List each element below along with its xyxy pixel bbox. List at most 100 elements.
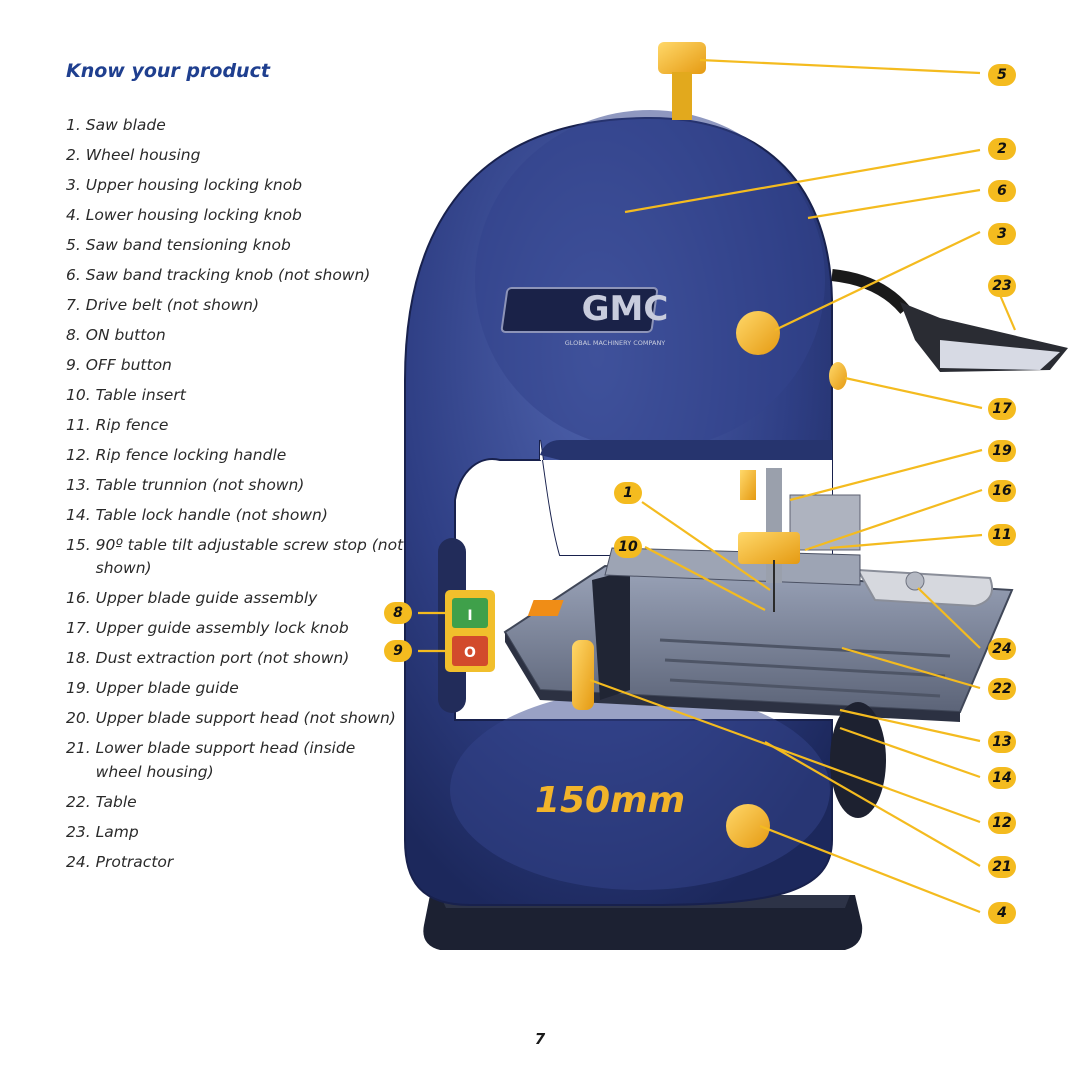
item-label: Table trunnion (not shown) xyxy=(95,476,305,494)
item-label: Upper blade support head (not shown) xyxy=(95,709,396,728)
lower-housing-locking-knob xyxy=(726,804,770,848)
callout-badge: 19 xyxy=(988,440,1016,462)
item-number: 2. xyxy=(66,146,81,164)
list-item: 23.Lamp xyxy=(66,821,406,844)
item-label: Upper housing locking knob xyxy=(85,176,303,194)
item-label: Table xyxy=(95,792,137,811)
list-item: 2.Wheel housing xyxy=(66,144,406,167)
svg-text:GMC: GMC xyxy=(582,289,669,329)
parts-list: 1.Saw blade 2.Wheel housing 3.Upper hous… xyxy=(66,114,406,881)
list-item: 9.OFF button xyxy=(66,354,406,377)
guide-lock-knob xyxy=(829,362,847,390)
callout-badge: 9 xyxy=(384,640,412,662)
item-number: 17. xyxy=(66,619,91,638)
item-number: 8. xyxy=(66,326,81,344)
switch-panel: I O xyxy=(438,538,495,713)
callout-badge: 12 xyxy=(988,812,1016,834)
item-label: Upper guide assembly lock knob xyxy=(95,619,349,638)
list-item: 17.Upper guide assembly lock knob xyxy=(66,617,406,640)
list-item: 14.Table lock handle (not shown) xyxy=(66,504,406,527)
item-number: 24. xyxy=(66,852,91,871)
leader-lines xyxy=(418,58,1017,914)
gmc-logo: GMC GLOBAL MACHINERY COMPANY xyxy=(500,287,669,347)
item-label: Rip fence xyxy=(95,416,169,434)
item-label: Saw band tensioning knob xyxy=(85,236,291,254)
callout-badge: 1 xyxy=(614,482,642,504)
item-number: 13. xyxy=(66,476,91,494)
item-label: Rip fence locking handle xyxy=(95,446,287,464)
callout-badge: 23 xyxy=(988,275,1016,297)
item-label: 90º table tilt adjustable screw stop (no… xyxy=(95,536,404,578)
callout-badge: 22 xyxy=(988,678,1016,700)
list-item: 18.Dust extraction port (not shown) xyxy=(66,647,406,670)
on-button: I xyxy=(467,608,472,624)
item-label: Lamp xyxy=(95,822,139,841)
item-label: ON button xyxy=(85,326,166,344)
callout-badge: 4 xyxy=(988,902,1016,924)
item-number: 7. xyxy=(66,296,81,314)
list-item: 13.Table trunnion (not shown) xyxy=(66,474,406,497)
list-item: 22.Table xyxy=(66,791,406,814)
item-label: Wheel housing xyxy=(85,146,201,164)
item-label: Drive belt (not shown) xyxy=(85,296,260,314)
callout-badge: 24 xyxy=(988,638,1016,660)
callout-badge: 21 xyxy=(988,856,1016,878)
item-label: Saw blade xyxy=(85,116,166,134)
list-item: 12.Rip fence locking handle xyxy=(66,444,406,467)
item-number: 23. xyxy=(66,822,91,841)
item-label: Saw band tracking knob (not shown) xyxy=(85,266,371,284)
item-label: Upper blade guide assembly xyxy=(95,589,318,608)
item-label: Upper blade guide xyxy=(95,679,239,698)
item-number: 19. xyxy=(66,679,91,698)
callout-badge: 5 xyxy=(988,64,1016,86)
item-number: 3. xyxy=(66,176,81,194)
list-item: 3.Upper housing locking knob xyxy=(66,174,406,197)
protractor xyxy=(856,568,994,608)
list-item: 7.Drive belt (not shown) xyxy=(66,294,406,317)
list-item: 6.Saw band tracking knob (not shown) xyxy=(66,264,406,287)
item-number: 22. xyxy=(66,792,91,811)
item-number: 14. xyxy=(66,506,91,524)
item-number: 4. xyxy=(66,206,81,224)
size-label: 150mm xyxy=(535,780,685,821)
item-label: OFF button xyxy=(85,356,172,374)
callout-badge: 3 xyxy=(988,223,1016,245)
list-item: 24.Protractor xyxy=(66,851,406,874)
list-item: 16.Upper blade guide assembly xyxy=(66,587,406,610)
callout-badge: 17 xyxy=(988,398,1016,420)
item-label: Protractor xyxy=(95,852,174,871)
callout-badge: 6 xyxy=(988,180,1016,202)
list-item: 15.90º table tilt adjustable screw stop … xyxy=(66,534,406,581)
callout-badge: 16 xyxy=(988,480,1016,502)
list-item: 11.Rip fence xyxy=(66,414,406,437)
off-button: O xyxy=(464,645,476,661)
item-number: 1. xyxy=(66,116,81,134)
callout-badge: 11 xyxy=(988,524,1016,546)
svg-text:GLOBAL MACHINERY COMPANY: GLOBAL MACHINERY COMPANY xyxy=(565,339,666,347)
list-item: 1.Saw blade xyxy=(66,114,406,137)
item-label: Lower blade support head (inside wheel h… xyxy=(95,739,356,781)
callout-badge: 10 xyxy=(614,536,642,558)
callout-badge: 13 xyxy=(988,731,1016,753)
list-item: 20.Upper blade support head (not shown) xyxy=(66,707,406,730)
callout-badge: 2 xyxy=(988,138,1016,160)
callout-badge: 14 xyxy=(988,767,1016,789)
item-number: 20. xyxy=(66,709,91,728)
list-item: 8.ON button xyxy=(66,324,406,347)
page-number: 7 xyxy=(534,1030,546,1048)
list-item: 4.Lower housing locking knob xyxy=(66,204,406,227)
item-number: 6. xyxy=(66,266,81,284)
item-number: 21. xyxy=(66,739,91,758)
list-item: 19.Upper blade guide xyxy=(66,677,406,700)
item-number: 9. xyxy=(66,356,81,374)
table-trunnion xyxy=(830,702,886,818)
item-number: 16. xyxy=(66,589,91,608)
lamp xyxy=(831,269,1068,372)
page-title: Know your product xyxy=(66,60,270,82)
item-label: Dust extraction port (not shown) xyxy=(95,649,350,668)
upper-housing-locking-knob xyxy=(736,311,780,355)
item-label: Table lock handle (not shown) xyxy=(95,506,328,524)
item-number: 11. xyxy=(66,416,91,434)
item-number: 5. xyxy=(66,236,81,254)
